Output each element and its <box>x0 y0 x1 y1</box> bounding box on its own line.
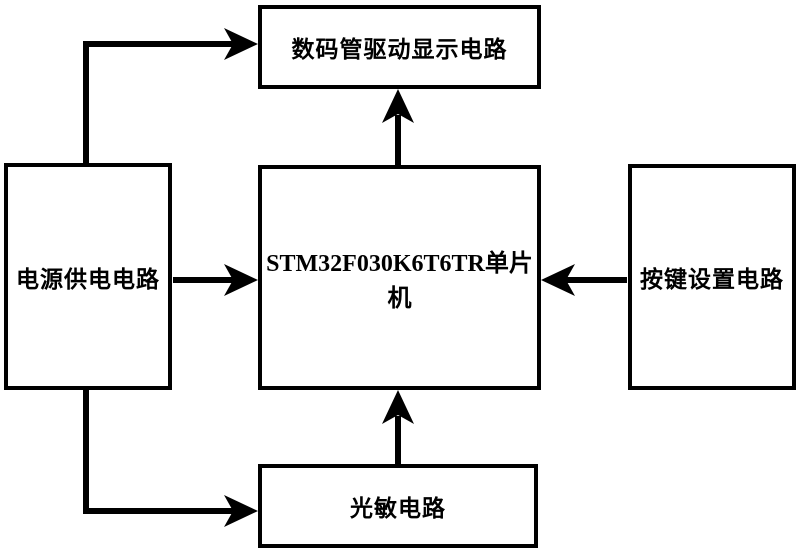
node-power-supply-circuit: 电源供电电路 <box>4 163 172 390</box>
node-mcu-label: STM32F030K6T6TR单片机 <box>266 250 533 312</box>
arrow-power-to-display <box>83 28 258 164</box>
node-mcu: STM32F030K6T6TR单片机 <box>258 165 541 390</box>
arrow-power-to-mcu <box>173 264 258 296</box>
node-light-label: 光敏电路 <box>350 495 446 521</box>
node-key-setting-circuit: 按键设置电路 <box>628 164 796 390</box>
arrow-keys-to-mcu <box>541 264 627 296</box>
node-display-label: 数码管驱动显示电路 <box>291 36 508 62</box>
node-display-circuit: 数码管驱动显示电路 <box>258 5 541 89</box>
node-keys-label: 按键设置电路 <box>640 266 784 292</box>
arrow-light-to-mcu <box>382 390 414 465</box>
node-power-label: 电源供电电路 <box>16 265 160 292</box>
arrow-mcu-to-display <box>382 89 414 166</box>
arrow-power-to-light <box>83 389 258 527</box>
node-photosensitive-circuit: 光敏电路 <box>258 464 538 548</box>
